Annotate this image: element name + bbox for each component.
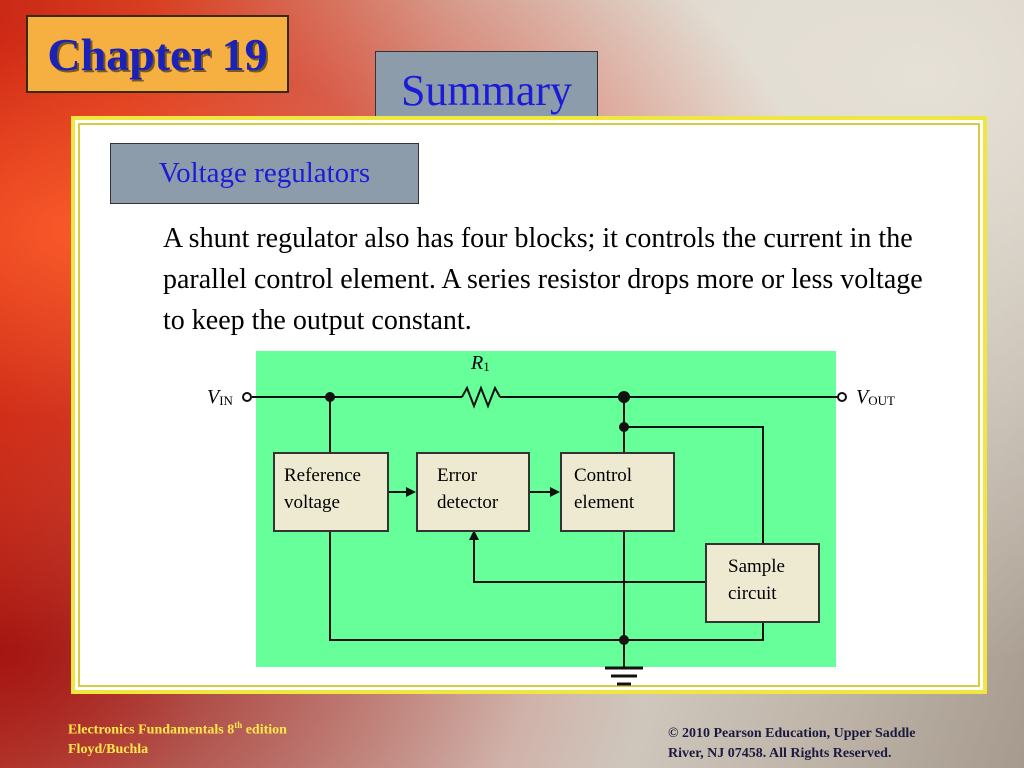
error-detector-block: Error detector (416, 452, 530, 532)
block-label: Reference (284, 465, 361, 486)
chapter-title-box: Chapter 19 (26, 15, 289, 93)
block-label: Error (437, 465, 478, 486)
block-label: element (574, 492, 635, 513)
footer-authors: Floyd/Buchla (68, 741, 149, 757)
footer-book-info: Electronics Fundamentals 8th edition Flo… (68, 716, 287, 759)
block-label: Control (574, 465, 633, 486)
vin-label: VIN (207, 386, 233, 408)
sample-circuit-block: Sample circuit (705, 543, 820, 623)
summary-title: Summary (400, 65, 573, 115)
copyright-line-2: River, NJ 07458. All Rights Reserved. (668, 746, 892, 761)
block-label: voltage (284, 492, 340, 513)
copyright-line-1: © 2010 Pearson Education, Upper Saddle (668, 726, 916, 741)
topic-box: Voltage regulators (110, 143, 419, 204)
topic-title: Voltage regulators (158, 157, 371, 189)
block-label: circuit (728, 583, 777, 604)
control-element-block: Control element (560, 452, 675, 532)
footer-book-title: Electronics Fundamentals 8 (68, 722, 235, 738)
block-label: Sample (728, 556, 785, 577)
vout-label: VOUT (856, 386, 895, 408)
footer-copyright: © 2010 Pearson Education, Upper Saddle R… (668, 724, 915, 764)
footer-book-sup: th (234, 720, 243, 730)
block-label: detector (437, 492, 499, 513)
body-text: A shunt regulator also has four blocks; … (163, 223, 923, 336)
resistor-label: R1 (471, 352, 490, 374)
chapter-title: Chapter 19 (47, 28, 268, 80)
reference-voltage-block: Reference voltage (273, 452, 389, 532)
footer-book-edition: edition (242, 722, 287, 738)
